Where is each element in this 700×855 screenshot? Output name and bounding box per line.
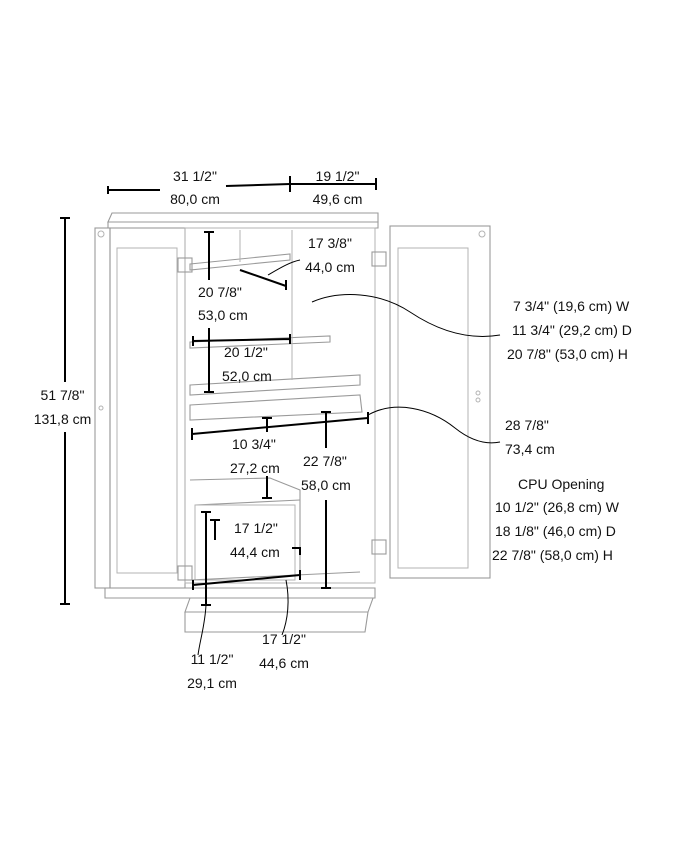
- dimension-lines: [60, 176, 501, 656]
- cpu-inner-depth-imperial: 17 1/2": [234, 520, 278, 536]
- interior-width-imperial: 28 7/8": [505, 417, 549, 433]
- drawer-gap-imperial: 10 3/4": [232, 436, 276, 452]
- upper-opening-height-imperial: 20 7/8": [198, 284, 242, 300]
- drawer-gap-metric: 27,2 cm: [230, 460, 280, 476]
- depth-metric: 49,6 cm: [312, 191, 363, 207]
- interior-width-metric: 73,4 cm: [505, 441, 555, 457]
- width-imperial: 31 1/2": [173, 168, 217, 184]
- upper-opening-height-metric: 53,0 cm: [198, 307, 248, 323]
- side-shelves-width: 7 3/4" (19,6 cm) W: [513, 298, 630, 314]
- cpu-opening-width: 10 1/2" (26,8 cm) W: [495, 499, 620, 515]
- cpu-opening-depth: 18 1/8" (46,0 cm) D: [495, 523, 616, 539]
- cpu-depth-metric: 44,6 cm: [259, 655, 309, 671]
- cpu-width-imperial: 11 1/2": [190, 651, 234, 667]
- cpu-opening-height: 22 7/8" (58,0 cm) H: [492, 547, 613, 563]
- cpu-opening-title: CPU Opening: [518, 476, 605, 492]
- side-shelves-depth: 11 3/4" (29,2 cm) D: [512, 322, 632, 338]
- upper-opening-width-imperial: 20 1/2": [224, 344, 268, 360]
- height-imperial: 51 7/8": [40, 387, 85, 403]
- height-metric: 131,8 cm: [33, 411, 92, 427]
- lower-height-metric: 58,0 cm: [301, 477, 351, 493]
- lower-height-imperial: 22 7/8": [303, 453, 347, 469]
- upper-shelf-depth-imperial: 17 3/8": [308, 235, 352, 251]
- width-metric: 80,0 cm: [170, 191, 220, 207]
- cabinet-outline: [94, 212, 491, 633]
- cpu-width-metric: 29,1 cm: [187, 675, 237, 691]
- cpu-depth-imperial: 17 1/2": [262, 631, 306, 647]
- depth-imperial: 19 1/2": [315, 168, 360, 184]
- cpu-inner-depth-metric: 44,4 cm: [230, 544, 280, 560]
- side-shelves-height: 20 7/8" (53,0 cm) H: [507, 346, 628, 362]
- upper-shelf-depth-metric: 44,0 cm: [305, 259, 355, 275]
- upper-opening-width-metric: 52,0 cm: [222, 368, 272, 384]
